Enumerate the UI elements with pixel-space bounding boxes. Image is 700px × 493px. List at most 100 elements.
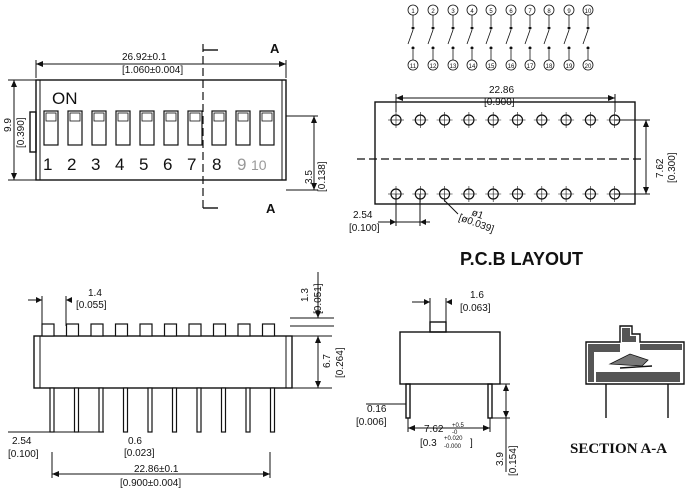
pin-number-top: 1 xyxy=(411,9,415,15)
pin-number-bottom: 16 xyxy=(508,64,515,70)
contact xyxy=(489,26,493,30)
switch-knob xyxy=(261,112,273,122)
side-actuator-height: 1.3 xyxy=(300,288,311,302)
on-label: ON xyxy=(52,89,78,108)
side-actuator xyxy=(139,323,153,337)
contact xyxy=(567,46,571,50)
contact xyxy=(509,26,513,30)
height-dim-in: [0.390] xyxy=(16,117,27,148)
pin-number-top: 5 xyxy=(489,9,493,15)
pcb-pitch-dim-in: [0.100] xyxy=(349,223,380,234)
pin-number-bottom: 14 xyxy=(469,64,476,70)
switch-blade xyxy=(466,29,473,45)
end-view-actuator xyxy=(429,321,447,333)
contact xyxy=(528,26,532,30)
contact xyxy=(431,46,435,50)
pin-number-bottom: 12 xyxy=(430,64,437,70)
contact xyxy=(586,26,590,30)
contact xyxy=(528,46,532,50)
switch-blade xyxy=(543,29,550,45)
pin-number-bottom: 18 xyxy=(546,64,553,70)
side-body-height: 6.7 xyxy=(322,354,333,368)
side-pins xyxy=(49,387,276,433)
side-pin-width-in: [0.023] xyxy=(124,448,155,459)
pcb-outline xyxy=(374,101,636,205)
side-pin xyxy=(73,387,80,433)
side-body-height-in: [0.264] xyxy=(335,347,346,378)
switch-number: 9 xyxy=(237,155,246,174)
switch-number: 7 xyxy=(187,155,196,174)
side-pin xyxy=(147,387,153,433)
switch-number: 10 xyxy=(251,157,267,173)
switch-number: 4 xyxy=(115,155,124,174)
side-pin-span-in: [0.900±0.004] xyxy=(120,478,181,489)
width-dim-in: [1.060±0.004] xyxy=(122,65,183,76)
pcb-span-dim: 22.86 xyxy=(489,85,514,96)
contact xyxy=(586,46,590,50)
side-pin xyxy=(196,387,202,433)
end-row-spacing-tol-minus: -0 xyxy=(452,430,458,436)
pin-number-top: 7 xyxy=(528,9,532,15)
pin-number-top: 9 xyxy=(567,9,571,15)
pin-schematic: 1 2 3 4 5 6 7 8 9 10 11 12 13 14 15 16 1… xyxy=(407,4,594,71)
pcb-layout-title: P.C.B LAYOUT xyxy=(460,249,583,269)
switch-numbers: 1 2 3 4 5 6 7 8 9 10 xyxy=(43,155,267,174)
side-pin xyxy=(269,387,276,433)
contact xyxy=(411,46,415,50)
pin-number-bottom: 17 xyxy=(527,64,534,70)
section-title: SECTION A-A xyxy=(570,441,667,457)
switch-number: 3 xyxy=(91,155,100,174)
pin-number-top: 3 xyxy=(451,9,455,15)
switch-blade xyxy=(524,29,531,45)
side-actuator-width-in: [0.055] xyxy=(76,300,107,311)
pin-number-bottom: 19 xyxy=(566,64,573,70)
side-actuators xyxy=(41,323,276,337)
switch-knob xyxy=(213,112,225,122)
pin-number-bottom: 11 xyxy=(410,64,417,70)
side-actuator xyxy=(114,323,129,337)
switch-knob xyxy=(165,112,177,122)
end-row-spacing-tol-plus: +0.5 xyxy=(452,423,465,429)
switch-blade xyxy=(485,29,492,45)
side-pin-width: 0.6 xyxy=(128,436,142,447)
contact xyxy=(567,26,571,30)
end-row-spacing-in-tol-plus: +0.020 xyxy=(444,436,463,442)
end-actuator-width-in: [0.063] xyxy=(460,303,491,314)
switch-knob xyxy=(189,112,201,122)
switch-number: 6 xyxy=(163,155,172,174)
end-view: 1.6 [0.063] 0.16 [0.006] 7.62 +0.5 -0 [0… xyxy=(356,290,519,476)
end-pin-thickness: 0.16 xyxy=(367,404,387,415)
contact xyxy=(470,26,474,30)
end-view-body xyxy=(399,331,501,385)
side-actuator xyxy=(163,323,178,337)
switch-blade xyxy=(407,29,414,45)
side-pin xyxy=(98,387,104,433)
end-pin-length-in: [0.154] xyxy=(508,445,519,476)
switch-blade xyxy=(505,29,512,45)
side-pin xyxy=(122,387,129,433)
pcb-holes xyxy=(388,112,623,202)
pcb-pitch-dim: 2.54 xyxy=(353,210,373,221)
side-actuator-height-in: [0.051] xyxy=(313,283,324,314)
end-row-spacing-in: [0.3 xyxy=(420,438,437,449)
section-view: SECTION A-A xyxy=(570,325,685,457)
contact xyxy=(509,46,513,50)
contact xyxy=(547,46,551,50)
top-view: ON 1 2 3 4 5 6 7 8 9 10 A A 26.92±0.1 [1… xyxy=(3,41,328,216)
switch-knob xyxy=(141,112,153,122)
switch-knob xyxy=(237,112,249,122)
pin-number-top: 2 xyxy=(431,9,435,15)
side-actuator-width: 1.4 xyxy=(88,288,102,299)
contact xyxy=(411,26,415,30)
end-row-spacing-in-close: ] xyxy=(470,438,473,449)
switch-number: 1 xyxy=(43,155,52,174)
side-actuator xyxy=(41,323,55,337)
contact xyxy=(431,26,435,30)
pin-number-top: 6 xyxy=(509,9,513,15)
side-pin-span: 22.86±0.1 xyxy=(134,464,179,475)
switch-blade xyxy=(563,29,570,45)
switch-knob xyxy=(117,112,129,122)
contact xyxy=(489,46,493,50)
side-actuator xyxy=(237,323,251,337)
side-view-body xyxy=(33,335,293,389)
